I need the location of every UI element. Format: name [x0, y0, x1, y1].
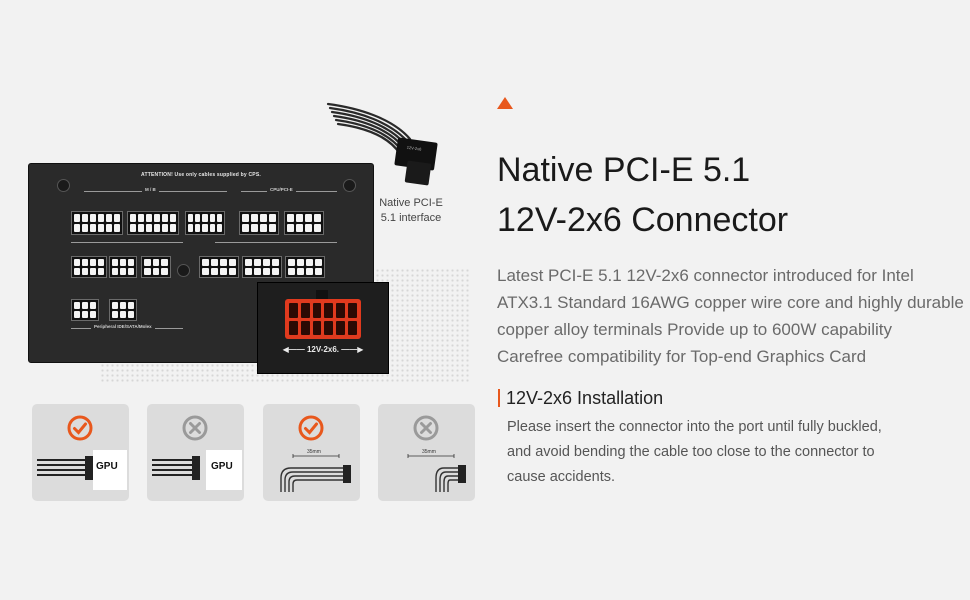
x-circle-icon — [413, 415, 439, 441]
gpu-label: GPU — [211, 461, 233, 472]
accent-triangle-icon — [497, 97, 513, 109]
feature-description: Latest PCI-E 5.1 12V-2x6 connector intro… — [497, 262, 967, 370]
description-line: Latest PCI-E 5.1 12V-2x6 connector intro… — [497, 266, 914, 285]
svg-text:12V-2x6: 12V-2x6 — [407, 145, 423, 152]
installation-title: 12V-2x6 Installation — [506, 388, 664, 408]
description-line: Carefree compatibility for Top-end Graph… — [497, 347, 867, 366]
inset-label-text: 12V-2x6. — [306, 345, 340, 354]
mb-label: M / B — [142, 187, 159, 192]
connector-latch — [316, 290, 328, 300]
gpu-label: GPU — [96, 461, 118, 472]
pcie-connector — [141, 256, 171, 278]
length-label-35mm: 35mm — [307, 449, 321, 455]
divider-line — [71, 242, 183, 243]
pcie-connector — [71, 256, 107, 278]
connector-zoom-inset: ◀—— 12V-2x6. ——▶ — [257, 282, 389, 374]
mb-connector-a — [71, 211, 123, 235]
straight-cable-icon — [37, 450, 127, 490]
attention-text: ATTENTION! Use only cables supplied by C… — [141, 172, 261, 178]
callout-line-2: 5.1 interface — [380, 212, 442, 224]
screw-icon — [177, 264, 190, 277]
cpu-connector-1 — [239, 211, 279, 235]
length-label-35mm: 35mm — [422, 449, 436, 455]
red-12v-2x6-port — [285, 299, 361, 339]
mb-connector-c — [185, 211, 225, 235]
sleeved-cable-illustration: 12V-2x6 — [326, 102, 438, 186]
check-circle-icon — [298, 415, 324, 441]
peripheral-connector — [71, 299, 99, 321]
install-card-correct-gpu: GPU — [32, 404, 129, 501]
pcie-connector — [199, 256, 239, 278]
pcie-connector — [285, 256, 325, 278]
mb-connector-b — [127, 211, 179, 235]
peripheral-connector — [109, 299, 137, 321]
pcie-connector — [109, 256, 137, 278]
heading-line-1: Native PCI-E 5.1 — [497, 151, 751, 189]
screw-icon — [57, 179, 70, 192]
installation-instructions: Please insert the connector into the por… — [507, 415, 937, 490]
straight-cable-icon — [152, 450, 242, 490]
install-card-incorrect-gpu: GPU — [147, 404, 244, 501]
instruction-line: cause accidents. — [507, 469, 616, 485]
instruction-line: Please insert the connector into the por… — [507, 419, 882, 435]
arrow-right-icon: ——▶ — [341, 345, 364, 354]
instruction-line: and avoid bending the cable too close to… — [507, 444, 875, 460]
native-pci-e-callout: Native PCI-E 5.1 interface — [376, 196, 446, 226]
check-circle-icon — [67, 415, 93, 441]
description-line: ATX3.1 Standard 16AWG copper wire core a… — [497, 293, 964, 312]
arrow-left-icon: ◀—— — [282, 345, 305, 354]
peripheral-label: Peripheral IDE/SATA/Molex — [91, 324, 155, 329]
bent-cable-icon — [407, 454, 466, 492]
callout-line-1: Native PCI-E — [379, 197, 443, 209]
divider-line — [215, 242, 337, 243]
bent-cable-icon — [280, 454, 351, 492]
install-card-correct-bend: 35mm — [263, 404, 360, 501]
heading-line-2: 12V-2x6 Connector — [497, 201, 789, 239]
inset-connector-label: ◀—— 12V-2x6. ——▶ — [258, 345, 388, 354]
cpu-label: CPU/PCI-E — [267, 187, 296, 192]
screw-icon — [343, 179, 356, 192]
pcie-connector — [242, 256, 282, 278]
description-line: copper alloy terminals Provide up to 600… — [497, 320, 892, 339]
cpu-connector-2 — [284, 211, 324, 235]
installation-accent-bar — [498, 389, 500, 407]
install-card-incorrect-bend: 35mm — [378, 404, 475, 501]
x-circle-icon — [182, 415, 208, 441]
